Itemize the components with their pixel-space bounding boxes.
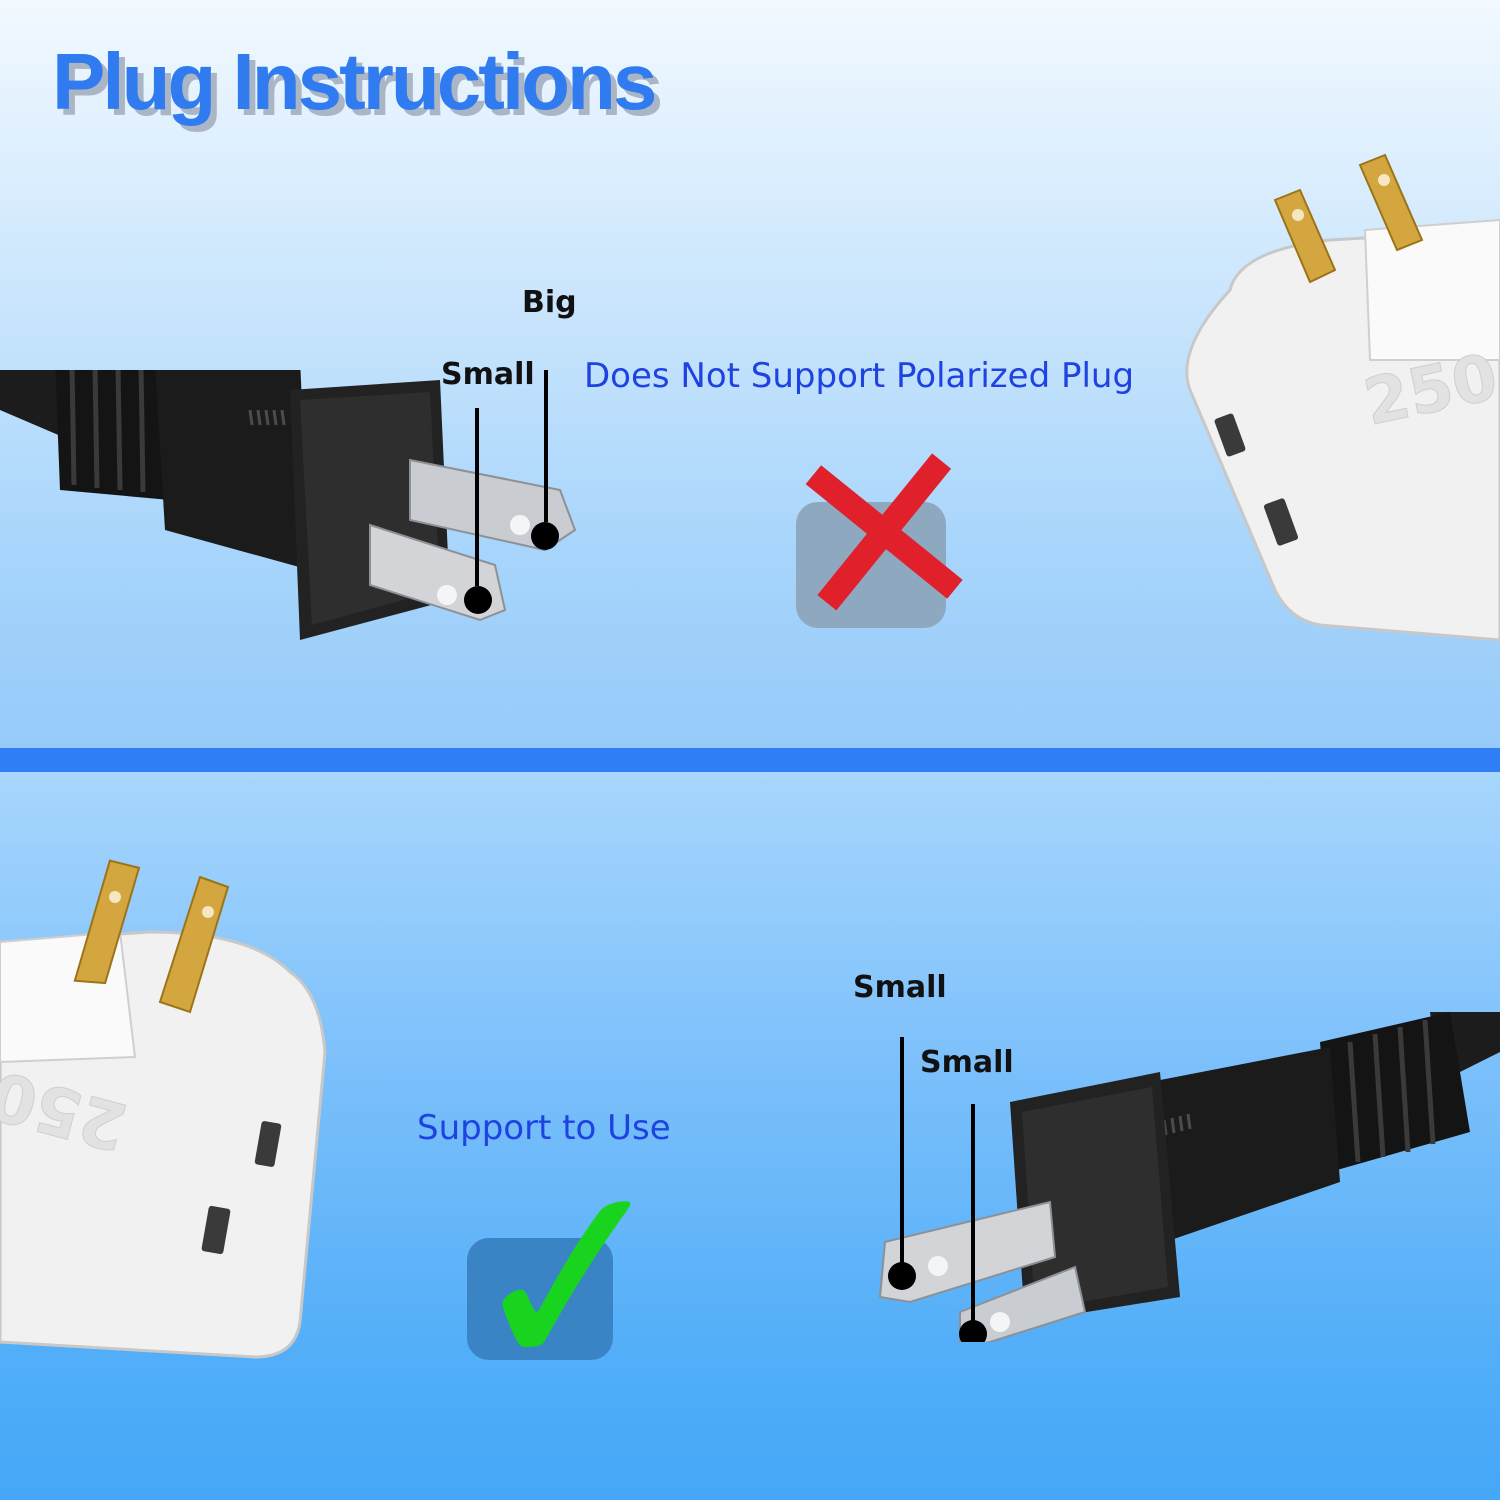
label-small-2: Small — [920, 1045, 1014, 1080]
label-small: Small — [441, 357, 535, 392]
lower-prong-hole — [990, 1312, 1010, 1332]
cross-badge — [796, 502, 946, 628]
adapter-swivel-cap — [1363, 218, 1500, 361]
adapter-prong-hole-left — [1292, 209, 1304, 221]
adapter2-socket-slot-lower — [201, 1205, 231, 1255]
check-badge — [467, 1238, 613, 1360]
adapter2-socket-slot-upper — [254, 1121, 282, 1167]
lower-prong-marker-dot — [959, 1320, 987, 1342]
small-prong-marker-dot — [464, 586, 492, 614]
plug2-strain-relief — [1320, 1012, 1470, 1172]
big-prong-marker-dot — [531, 522, 559, 550]
label-small-1: Small — [853, 970, 947, 1005]
big-prong-hole — [510, 515, 530, 535]
upper-prong-hole — [928, 1256, 948, 1276]
small-prong-hole — [437, 585, 457, 605]
supported-note: Support to Use — [417, 1108, 671, 1148]
plug-body-texture — [248, 409, 286, 426]
black-nonpolarized-plug — [878, 1012, 1500, 1342]
plug-cable — [0, 370, 70, 440]
black-polarized-plug — [0, 370, 577, 640]
white-swivel-adapter: 250 — [1185, 153, 1500, 642]
section-divider — [0, 748, 1500, 772]
upper-prong-marker-dot — [888, 1262, 916, 1290]
adapter2-prong-hole-right — [202, 906, 214, 918]
upper-prong — [878, 1200, 1057, 1304]
page-title: Plug Instructions — [52, 37, 657, 126]
adapter-prong-left — [1273, 188, 1337, 284]
not-supported-note: Does Not Support Polarized Plug — [584, 356, 1135, 396]
plug2-grip-ridges — [1347, 1019, 1436, 1163]
label-big: Big — [522, 285, 577, 320]
plug2-face-inner — [1022, 1087, 1168, 1310]
top-panel: Plug Instructions — [0, 0, 1500, 748]
cross-icon: ✕ — [765, 380, 1005, 693]
white-swivel-adapter-2: 250 — [0, 859, 327, 1359]
big-prong — [409, 458, 577, 552]
adapter-socket-slot-upper — [1214, 413, 1246, 457]
plug2-body — [1150, 1047, 1340, 1242]
bottom-panel: 250 Support to Use ✓ Small Small — [0, 772, 1500, 1500]
adapter2-prong-hole-left — [109, 891, 121, 903]
adapter2-prong-left — [73, 859, 141, 985]
adapter-prong-right — [1358, 153, 1424, 252]
plug-grip-ridges — [69, 370, 146, 493]
plug-body — [155, 370, 310, 570]
adapter-prong-hole-right — [1378, 174, 1390, 186]
check-icon: ✓ — [451, 1121, 691, 1439]
adapter-socket-slot-lower — [1263, 498, 1299, 546]
